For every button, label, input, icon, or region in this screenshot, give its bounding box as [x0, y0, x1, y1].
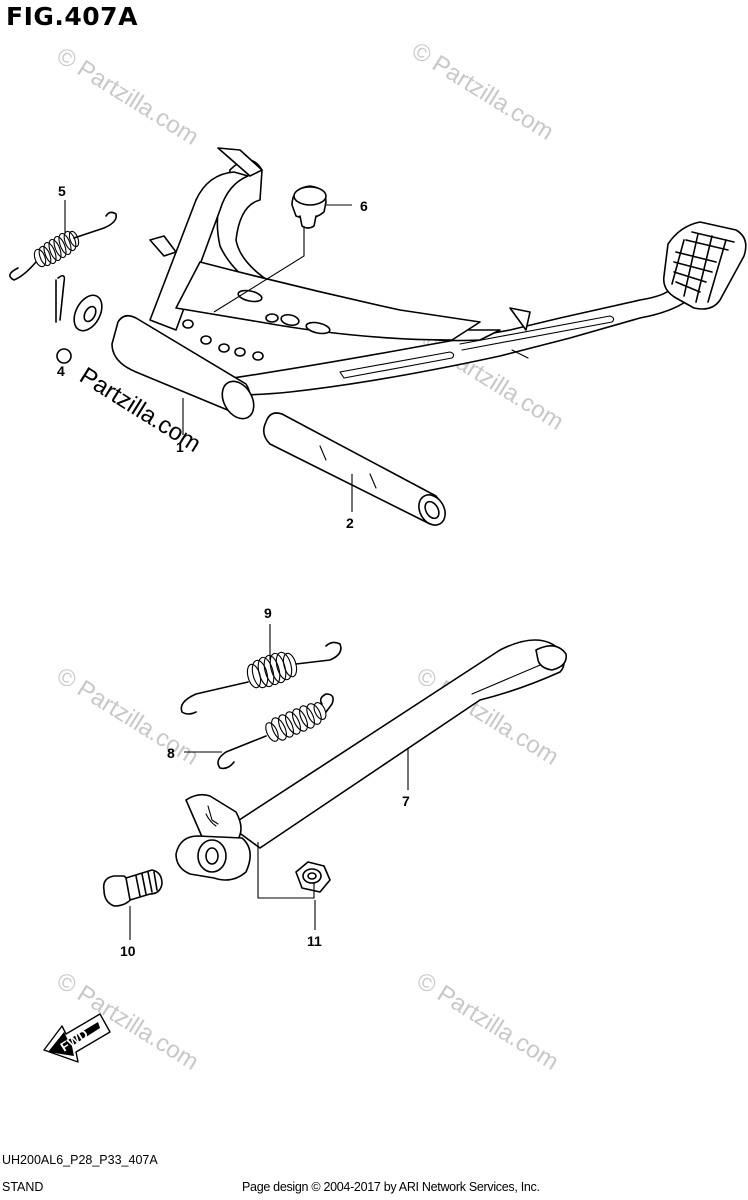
leader-lines [64, 200, 409, 940]
watermark: © Partzilla.com [52, 42, 203, 151]
part-4-washer [56, 294, 103, 364]
part-8-spring [217, 693, 334, 770]
callout-11: 11 [307, 933, 322, 949]
watermark: © Partzilla.com [407, 37, 558, 146]
callout-8: 8 [167, 745, 175, 761]
part-2-pivot-shaft [262, 412, 446, 526]
figure-title: FIG.407A [6, 2, 138, 31]
part-10-bolt [102, 869, 163, 907]
callout-2: 2 [346, 515, 354, 531]
drawing-code: UH200AL6_P28_P33_407A [2, 1153, 158, 1167]
callout-7: 7 [402, 793, 410, 809]
callout-5: 5 [58, 183, 66, 199]
callout-6: 6 [360, 198, 368, 214]
copyright-notice: Page design © 2004-2017 by ARI Network S… [242, 1180, 540, 1194]
part-6-stopper [291, 185, 327, 229]
callouts: 5 6 4 1 2 9 8 7 10 11 [57, 183, 410, 959]
callout-1: 1 [176, 439, 184, 455]
part-5-spring [9, 211, 118, 281]
part-7-side-stand [175, 639, 568, 881]
callout-10: 10 [120, 943, 136, 959]
watermark: © Partzilla.com [412, 967, 563, 1076]
fwd-arrow-icon: FWD [43, 1013, 111, 1063]
callout-9: 9 [264, 605, 272, 621]
watermark: © Partzilla.com [52, 662, 203, 771]
section-name: STAND [2, 1180, 44, 1194]
callout-4: 4 [57, 363, 65, 379]
part-3-cotter-pin [55, 274, 66, 323]
part-11-nut [295, 861, 331, 893]
part-9-spring [180, 641, 342, 715]
part-1-main-stand [111, 147, 747, 420]
